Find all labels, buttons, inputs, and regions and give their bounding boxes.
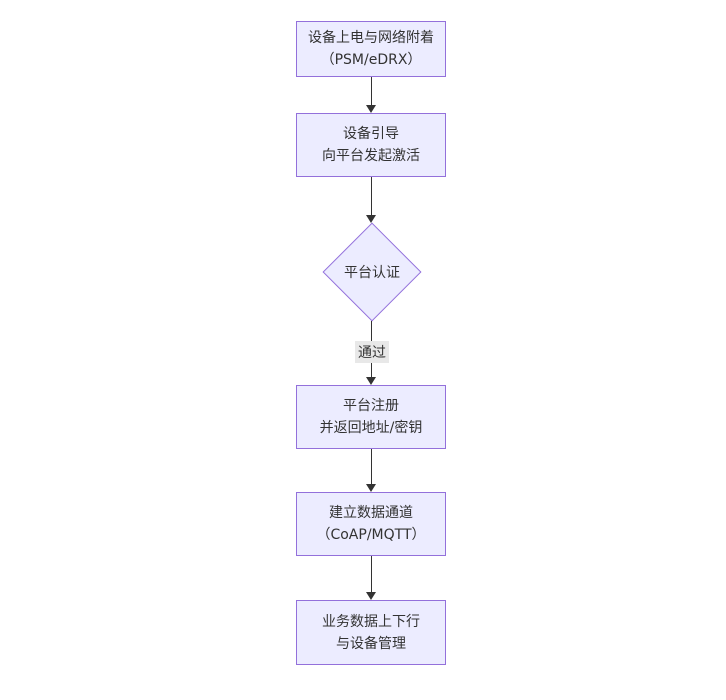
arrow-down-icon bbox=[366, 215, 376, 223]
node-text-line: 与设备管理 bbox=[336, 635, 406, 652]
flow-node-data-channel: 建立数据通道 （CoAP/MQTT） bbox=[296, 492, 446, 556]
flow-node-device-bootstrap: 设备引导 向平台发起激活 bbox=[296, 113, 446, 177]
arrow-down-icon bbox=[366, 377, 376, 385]
edge-line-n5-n6 bbox=[371, 556, 372, 592]
node-text-line: 并返回地址/密钥 bbox=[319, 420, 423, 436]
node-text-line: 建立数据通道 bbox=[329, 505, 413, 521]
arrow-down-icon bbox=[366, 484, 376, 492]
node-text-line: （PSM/eDRX） bbox=[320, 52, 422, 68]
arrow-down-icon bbox=[366, 105, 376, 113]
flow-node-business-data: 业务数据上下行 与设备管理 bbox=[296, 600, 446, 665]
node-text-line: 向平台发起激活 bbox=[322, 148, 420, 164]
node-text-line: 设备上电与网络附着 bbox=[308, 30, 434, 46]
edge-line-n4-n5 bbox=[371, 449, 372, 484]
flow-node-platform-auth-label: 平台认证 bbox=[344, 265, 400, 281]
node-text-line: 设备引导 bbox=[343, 126, 399, 142]
node-text-line: （CoAP/MQTT） bbox=[316, 527, 426, 543]
node-text-line: 业务数据上下行 bbox=[322, 613, 420, 630]
node-text-line: 平台注册 bbox=[343, 398, 399, 414]
edge-line-n2-n3 bbox=[371, 177, 372, 216]
edge-line-n1-n2 bbox=[371, 77, 372, 106]
flow-node-platform-register: 平台注册 并返回地址/密钥 bbox=[296, 385, 446, 449]
arrow-down-icon bbox=[366, 592, 376, 600]
flow-node-power-network-attach: 设备上电与网络附着 （PSM/eDRX） bbox=[296, 21, 446, 77]
edge-label-pass: 通过 bbox=[355, 341, 389, 363]
